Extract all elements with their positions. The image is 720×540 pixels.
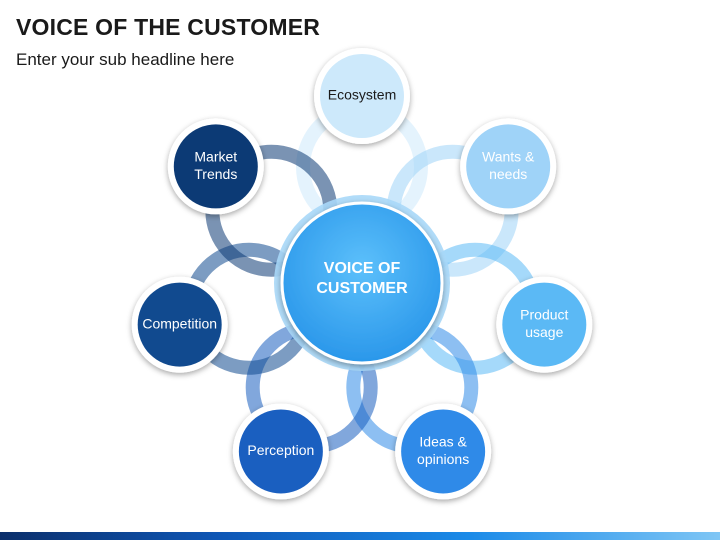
node-label-line-1: Ideas & — [419, 433, 467, 449]
hub-label-line-2: CUSTOMER — [316, 280, 408, 297]
node-label-line-2: usage — [525, 324, 563, 340]
node-label-line-1: Perception — [247, 442, 314, 458]
node-label-line-2: needs — [489, 166, 527, 182]
node-circle — [401, 409, 486, 494]
node-ecosystem: Ecosystem — [314, 48, 410, 144]
node-label-line-2: opinions — [417, 451, 469, 467]
page-subtitle: Enter your sub headline here — [16, 50, 235, 69]
node-circle — [466, 124, 551, 209]
node-circle — [173, 124, 258, 209]
hub-circle — [280, 201, 444, 365]
hub-label-line-1: VOICE OF — [324, 260, 401, 277]
center-hub: VOICE OF CUSTOMER — [274, 195, 450, 371]
node-circle — [320, 54, 404, 138]
node-competition: Competition — [131, 276, 228, 373]
node-ideas-opinions: Ideas & opinions — [395, 403, 492, 500]
node-label-line-1: Competition — [142, 315, 217, 331]
node-circle — [238, 409, 323, 494]
node-label-line-1: Ecosystem — [328, 87, 396, 103]
page-title: VOICE OF THE CUSTOMER — [16, 14, 321, 40]
node-circle — [502, 282, 587, 367]
node-label-line-1: Market — [194, 148, 237, 164]
node-circle — [137, 282, 222, 367]
node-label-line-1: Product — [520, 307, 568, 323]
bottom-accent-bar — [0, 532, 720, 540]
node-label-line-1: Wants & — [482, 148, 535, 164]
node-wants-needs: Wants & needs — [460, 118, 557, 215]
node-label-line-2: Trends — [194, 166, 237, 182]
node-perception: Perception — [232, 403, 329, 500]
